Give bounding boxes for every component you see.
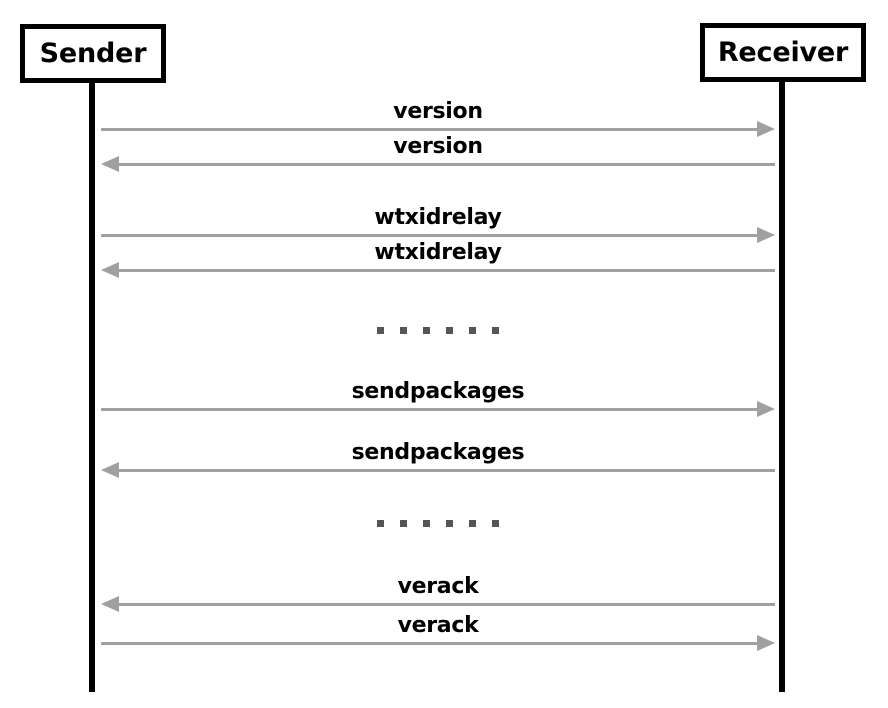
ellipsis-dot-icon <box>492 520 499 527</box>
ellipsis-dot-icon <box>423 327 430 334</box>
ellipsis-row-2 <box>101 520 775 527</box>
message-label-wtxidrelay-out: wtxidrelay <box>374 205 502 230</box>
message-line <box>118 603 775 606</box>
ellipsis-dot-icon <box>469 520 476 527</box>
participant-box-sender[interactable]: Sender <box>20 24 166 83</box>
ellipsis-dot-icon <box>492 327 499 334</box>
ellipsis-dot-icon <box>446 520 453 527</box>
message-label-wtxidrelay-in: wtxidrelay <box>374 240 502 265</box>
ellipsis-dot-icon <box>377 520 384 527</box>
arrowhead-left-icon <box>101 156 119 172</box>
arrowhead-right-icon <box>757 227 775 243</box>
message-line <box>101 408 758 411</box>
arrowhead-right-icon <box>757 121 775 137</box>
message-line <box>118 269 775 272</box>
message-line <box>101 234 758 237</box>
lifeline-sender <box>89 83 95 692</box>
ellipsis-dot-icon <box>446 327 453 334</box>
message-label-version-out: version <box>393 99 483 124</box>
message-label-sendpackages-in: sendpackages <box>351 440 525 465</box>
arrowhead-left-icon <box>101 462 119 478</box>
ellipsis-dot-icon <box>423 520 430 527</box>
ellipsis-dot-icon <box>400 327 407 334</box>
message-line <box>118 163 775 166</box>
arrowhead-left-icon <box>101 262 119 278</box>
message-line <box>101 128 758 131</box>
participant-label-sender: Sender <box>39 38 147 69</box>
ellipsis-dot-icon <box>377 327 384 334</box>
ellipsis-dot-icon <box>400 520 407 527</box>
message-label-sendpackages-out: sendpackages <box>351 379 525 404</box>
participant-label-receiver: Receiver <box>717 37 849 68</box>
ellipsis-dot-icon <box>469 327 476 334</box>
lifeline-receiver <box>779 82 785 692</box>
message-line <box>118 469 775 472</box>
participant-box-receiver[interactable]: Receiver <box>700 23 866 82</box>
arrowhead-right-icon <box>757 401 775 417</box>
arrowhead-right-icon <box>757 635 775 651</box>
arrowhead-left-icon <box>101 596 119 612</box>
ellipsis-row-1 <box>101 327 775 334</box>
message-label-version-in: version <box>393 134 483 159</box>
message-label-verack-out: verack <box>397 613 479 638</box>
message-label-verack-in: verack <box>397 574 479 599</box>
message-line <box>101 642 758 645</box>
